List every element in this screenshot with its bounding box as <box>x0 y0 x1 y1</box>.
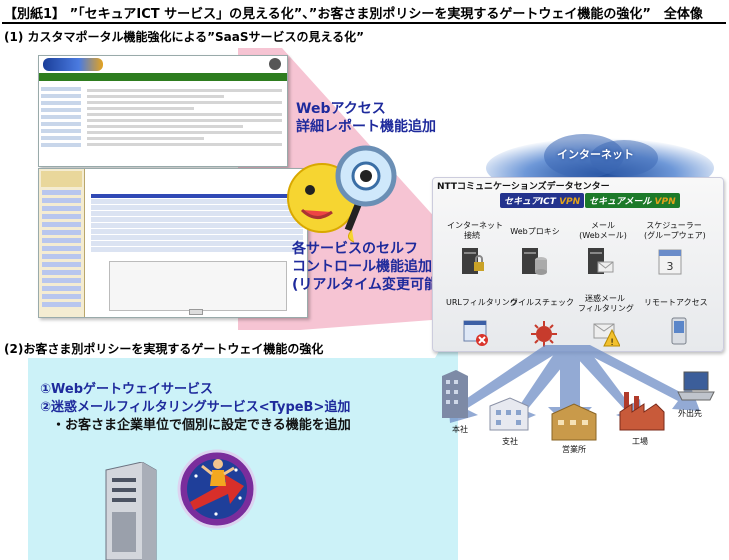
laptop-icon <box>677 371 715 401</box>
mobile-phone-icon <box>671 317 687 345</box>
service-scheduler-line2: (グループウェア) <box>644 231 706 240</box>
portal-settings-panel <box>109 261 287 311</box>
gateway-emblem-icon <box>177 449 257 529</box>
gateway-item-spam: ②迷惑メールフィルタリングサービス<TypeB>追加 <box>40 400 351 415</box>
server-database-icon <box>522 248 547 275</box>
service-mail-line1: メール <box>591 221 615 230</box>
portal-settings-table <box>91 193 303 253</box>
callout-web-line2: 詳細レポート機能追加 <box>296 119 436 135</box>
gateway-item-web: ①Webゲートウェイサービス <box>40 382 214 397</box>
portal-settings-button <box>189 309 203 315</box>
service-scheduler-line1: スケジューラー <box>646 221 702 230</box>
callout-web-line1: Webアクセス <box>296 101 386 117</box>
service-mail: メール (Webメール) <box>578 221 628 241</box>
callout-self-line3: (リアルタイム変更可能) <box>292 277 445 293</box>
svg-text:3: 3 <box>667 260 674 273</box>
service-spam-filter: 迷惑メール フィルタリング <box>578 294 634 314</box>
server-lock-icon <box>462 248 484 274</box>
service-web-proxy-line1: Webプロキシ <box>510 227 560 236</box>
service-virus-check-line1: ウイルスチェック <box>510 298 574 307</box>
callout-web-report: Webアクセス 詳細レポート機能追加 <box>296 100 436 136</box>
branch-building-icon <box>489 397 529 431</box>
vpn-mark: VPN <box>559 197 581 207</box>
portal-side-menu <box>41 84 81 164</box>
sales-office-building-icon <box>551 403 597 441</box>
server-mail-icon <box>588 248 614 274</box>
service-spam-filter-line1: 迷惑メール <box>585 294 625 303</box>
service-internet-line2: 接続 <box>464 231 480 240</box>
factory-icon <box>619 392 665 431</box>
service-url-filter-line1: URLフィルタリング <box>446 298 518 307</box>
portal-menu-bar <box>39 73 287 81</box>
svg-text:!: ! <box>610 338 614 348</box>
service-internet-line1: インターネット <box>447 221 503 230</box>
portal-settings-header <box>89 175 304 189</box>
portal-settings-screenshot <box>38 168 308 318</box>
section2-title: (2)お客さま別ポリシーを実現するゲートウェイ機能の強化 <box>4 342 324 356</box>
title-divider <box>2 22 726 24</box>
portal-report-content <box>87 86 282 149</box>
page-title: 【別紙1】 ”「セキュアICT サービス」の見える化”、”お客さま別ポリシーを実… <box>4 7 703 22</box>
service-remote-access: リモートアクセス <box>644 298 708 308</box>
secure-mail-label: セキュアメール <box>589 197 652 207</box>
headquarters-building-icon <box>442 370 468 418</box>
virus-icon <box>531 321 557 347</box>
service-virus-check: ウイルスチェック <box>510 298 574 308</box>
internet-label: インターネット <box>557 148 634 161</box>
server-tower-icon <box>105 462 157 560</box>
spam-warning-icon: ! <box>593 323 620 348</box>
portal-settings-menu <box>39 169 85 317</box>
secure-ict-label: セキュアICT <box>504 197 556 207</box>
vpn-mark: VPN <box>654 197 676 207</box>
service-url-filter: URLフィルタリング <box>446 298 518 308</box>
site-hq-label: 本社 <box>452 425 468 434</box>
blocked-window-icon <box>463 320 488 346</box>
callout-self-line2: コントロール機能追加 <box>292 259 432 275</box>
callout-self-line1: 各サービスのセルフ <box>292 241 418 257</box>
service-scheduler: スケジューラー (グループウェア) <box>644 221 706 241</box>
gateway-note: ・お客さま企業単位で個別に設定できる機能を追加 <box>52 418 351 433</box>
callout-self-control: 各サービスのセルフ コントロール機能追加 (リアルタイム変更可能) <box>292 240 444 294</box>
calendar-icon: 3 <box>658 249 682 275</box>
secure-ict-brand: セキュアICT VPN <box>500 193 585 208</box>
portal-logo <box>43 58 103 71</box>
datacenter-title: NTTコミュニケーションズデータセンター <box>437 182 610 192</box>
service-remote-access-line1: リモートアクセス <box>644 298 708 307</box>
site-sales-label: 営業所 <box>562 445 586 454</box>
site-factory-label: 工場 <box>632 437 648 446</box>
service-web-proxy: Webプロキシ <box>510 227 560 237</box>
portal-report-screenshot <box>38 55 288 167</box>
site-outside-label: 外出先 <box>678 409 702 418</box>
section1-title: (1) カスタマポータル機能強化による”SaaSサービスの見える化” <box>4 30 365 44</box>
secure-mail-brand: セキュアメール VPN <box>585 193 680 208</box>
exit-icon <box>269 58 281 70</box>
magnifier-mascot-icon <box>287 145 397 243</box>
site-branch-label: 支社 <box>502 437 518 446</box>
service-internet: インターネット 接続 <box>447 221 503 241</box>
service-mail-line2: (Webメール) <box>579 231 627 240</box>
service-spam-filter-line2: フィルタリング <box>578 304 634 313</box>
